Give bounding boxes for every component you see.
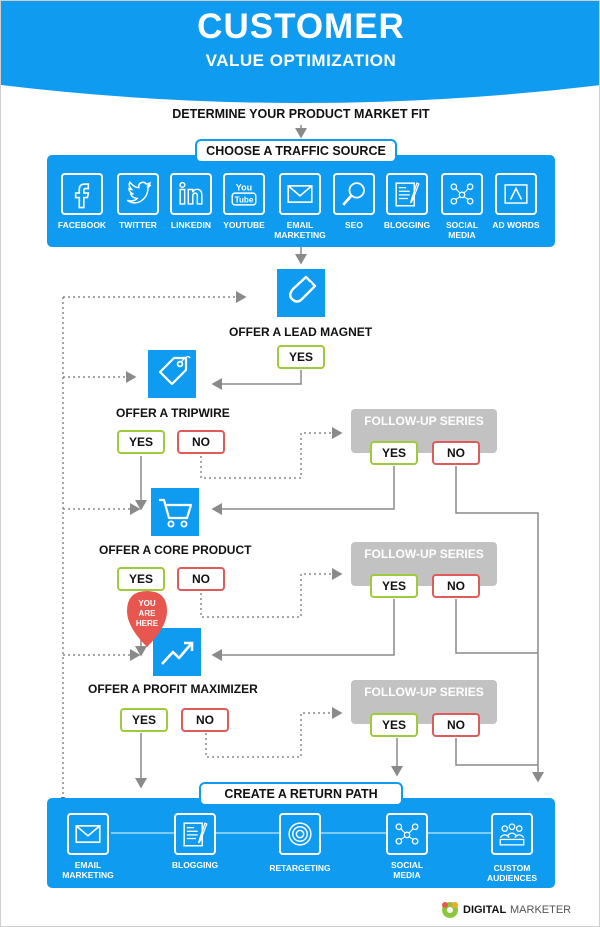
- core-product-no: NO: [177, 567, 225, 591]
- traffic-label-email: EMAIL MARKETING: [274, 220, 326, 240]
- linkedin-icon: [170, 173, 212, 215]
- profit-maximizer-label: OFFER A PROFIT MAXIMIZER: [88, 682, 258, 696]
- brand-name-1: DIGITAL: [463, 904, 507, 916]
- header: CUSTOMER VALUE OPTIMIZATION: [1, 1, 599, 111]
- return-label-retargeting: RETARGETING: [269, 863, 331, 873]
- email-icon: [279, 173, 321, 215]
- blog-icon: [386, 173, 428, 215]
- target-icon: [279, 813, 321, 855]
- blog-icon: [174, 813, 216, 855]
- you-are-here-pin: YOU ARE HERE: [123, 589, 171, 649]
- adwords-icon: [495, 173, 537, 215]
- traffic-label-facebook: FACEBOOK: [57, 220, 107, 230]
- twitter-icon: [117, 173, 159, 215]
- facebook-icon: [61, 173, 103, 215]
- return-label-blogging: BLOGGING: [171, 860, 219, 870]
- tripwire-yes: YES: [117, 430, 165, 454]
- pin-text-1: YOU: [138, 599, 156, 608]
- cart-icon: [151, 488, 199, 536]
- profit-maximizer-no: NO: [181, 708, 229, 732]
- brand-name-2: MARKETER: [510, 904, 572, 916]
- tripwire-no: NO: [177, 430, 225, 454]
- traffic-label-linkedin: LINKEDIN: [170, 220, 212, 230]
- traffic-label-twitter: TWITTER: [119, 220, 157, 230]
- magnifier-icon: [333, 173, 375, 215]
- gear-icon: [442, 902, 458, 918]
- core-product-label: OFFER A CORE PRODUCT: [99, 543, 252, 557]
- follow-up-2-no: NO: [432, 574, 480, 598]
- svg-text:Tube: Tube: [235, 196, 254, 205]
- profit-maximizer-yes: YES: [120, 708, 168, 732]
- pin-text-3: HERE: [135, 619, 159, 628]
- traffic-label-adwords: AD WORDS: [492, 220, 540, 230]
- follow-up-title: FOLLOW-UP SERIES: [364, 547, 484, 561]
- return-label-email: EMAIL MARKETING: [62, 860, 114, 880]
- page-subtitle: VALUE OPTIMIZATION: [205, 51, 397, 70]
- social-icon: [386, 813, 428, 855]
- follow-up-1-yes: YES: [370, 441, 418, 465]
- traffic-label-social: SOCIAL MEDIA: [445, 220, 479, 240]
- magnet-icon: [277, 269, 325, 317]
- return-path-title: CREATE A RETURN PATH: [199, 782, 403, 806]
- social-icon: [441, 173, 483, 215]
- trend-up-icon: [153, 628, 201, 676]
- follow-up-title: FOLLOW-UP SERIES: [364, 414, 484, 428]
- traffic-label-blogging: BLOGGING: [383, 220, 431, 230]
- core-product-yes: YES: [117, 567, 165, 591]
- email-icon: [67, 813, 109, 855]
- tripwire-label: OFFER A TRIPWIRE: [116, 406, 230, 420]
- lead-magnet-label: OFFER A LEAD MAGNET: [229, 325, 373, 339]
- step-determine-fit: DETERMINE YOUR PRODUCT MARKET FIT: [172, 107, 430, 121]
- follow-up-3-no: NO: [432, 713, 480, 737]
- audience-icon: [491, 813, 533, 855]
- follow-up-3-yes: YES: [370, 713, 418, 737]
- lead-magnet-yes: YES: [277, 345, 325, 369]
- return-label-social: SOCIAL MEDIA: [390, 860, 424, 880]
- digital-marketer-logo: DIGITAL MARKETER: [439, 897, 572, 923]
- return-label-audiences: CUSTOM AUDIENCES: [486, 863, 538, 883]
- traffic-source-title: CHOOSE A TRAFFIC SOURCE: [195, 139, 397, 163]
- follow-up-title: FOLLOW-UP SERIES: [364, 685, 484, 699]
- tag-icon: [148, 350, 196, 398]
- follow-up-1-no: NO: [432, 441, 480, 465]
- traffic-label-youtube: YOUTUBE: [223, 220, 265, 230]
- svg-text:You: You: [236, 182, 252, 192]
- page-title: CUSTOMER: [197, 7, 405, 46]
- traffic-label-seo: SEO: [345, 220, 363, 230]
- pin-text-2: ARE: [138, 609, 156, 618]
- follow-up-2-yes: YES: [370, 574, 418, 598]
